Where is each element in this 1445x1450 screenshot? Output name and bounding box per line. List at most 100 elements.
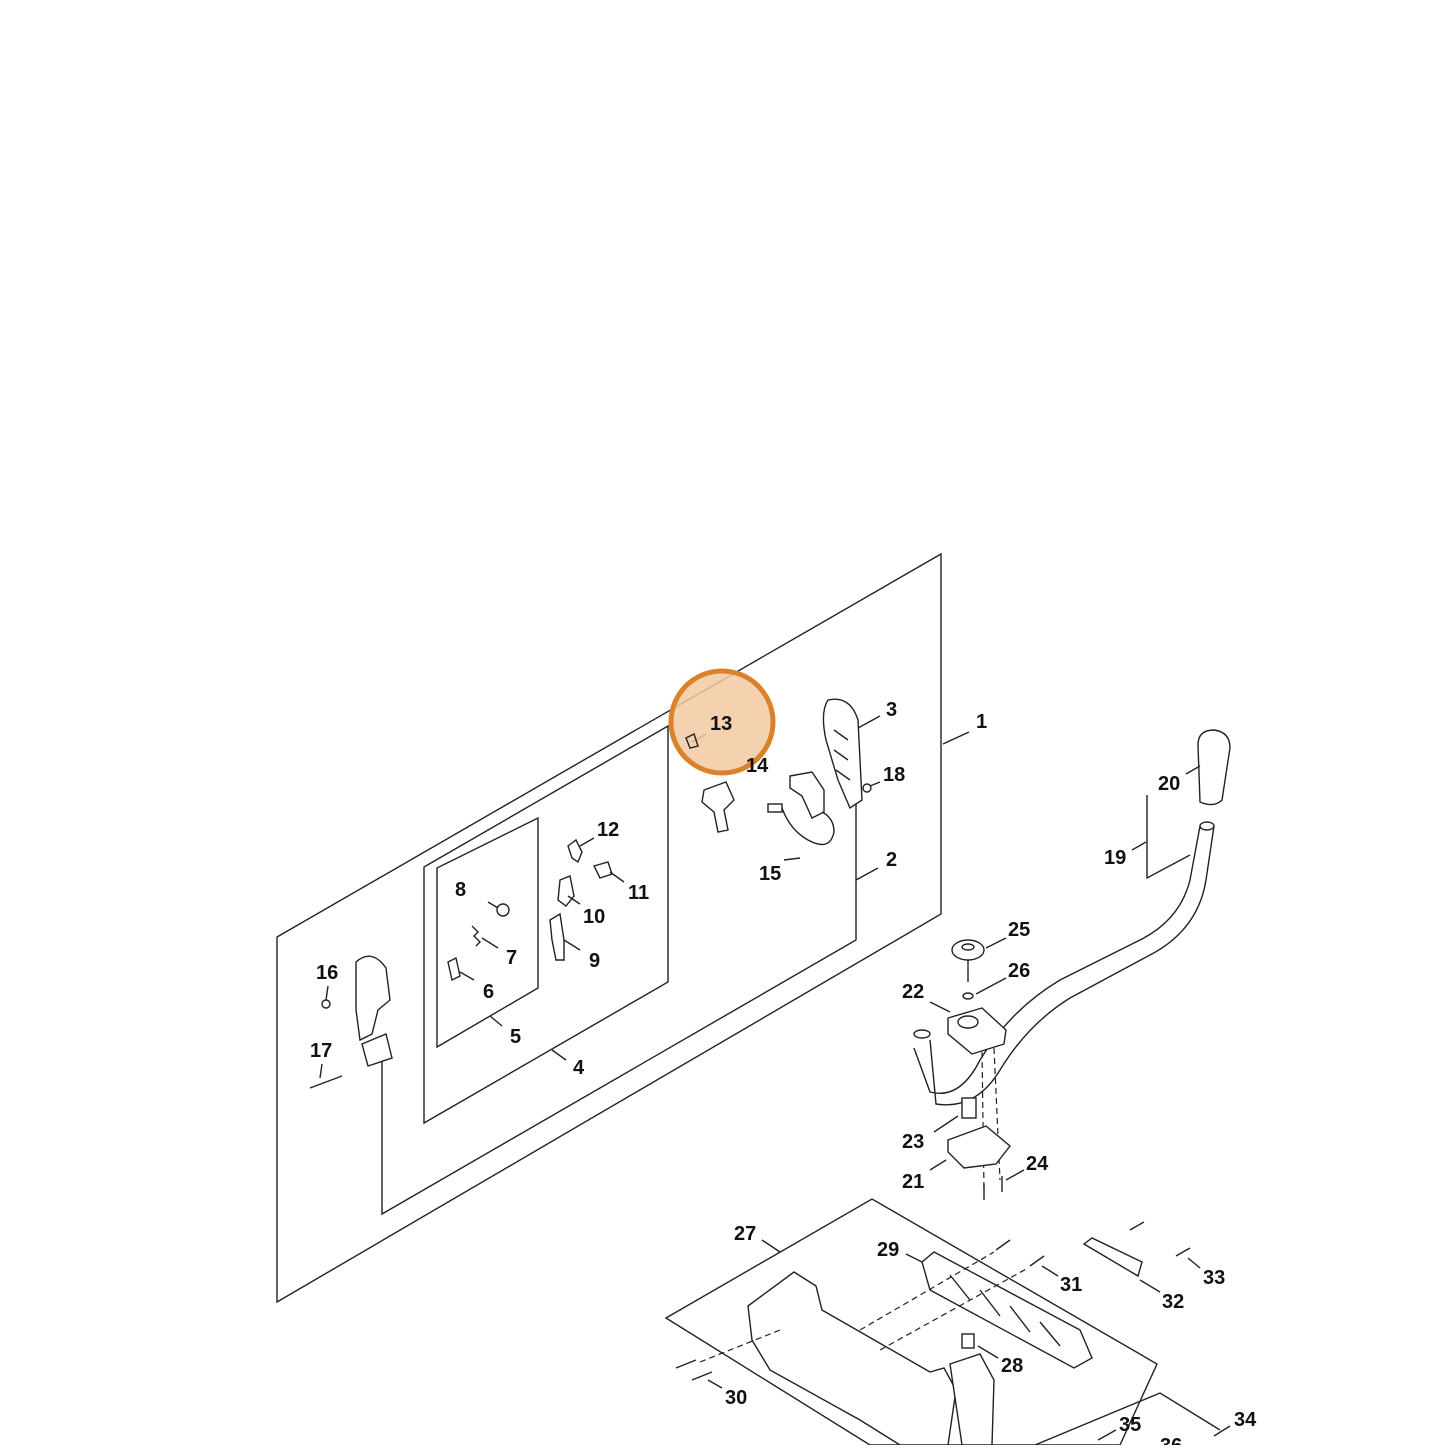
part-17-screw[interactable] [309, 1075, 343, 1089]
leader-25 [985, 937, 1007, 949]
leader-20 [1185, 765, 1201, 775]
part-label-18[interactable]: 18 [883, 764, 905, 786]
part-label-2[interactable]: 2 [886, 849, 897, 871]
leader-18 [869, 781, 881, 787]
part-label-27[interactable]: 27 [734, 1223, 756, 1245]
part-label-12[interactable]: 12 [597, 819, 619, 841]
leader-1 [942, 731, 970, 745]
part-label-34[interactable]: 34 [1234, 1409, 1257, 1431]
part-20-grip[interactable] [1197, 729, 1231, 806]
part-label-17[interactable]: 17 [310, 1040, 332, 1062]
part-15-switch[interactable] [789, 771, 825, 819]
part-31-screw[interactable] [995, 1239, 1011, 1251]
part-label-19[interactable]: 19 [1104, 847, 1126, 869]
part-label-25[interactable]: 25 [1008, 919, 1030, 941]
highlight-circle[interactable] [668, 668, 776, 776]
part-label-6[interactable]: 6 [483, 981, 494, 1003]
part-18-nut[interactable] [862, 783, 872, 793]
assembly-line-c [699, 1329, 781, 1363]
part-3-handle-half[interactable] [822, 698, 863, 810]
part-8-leader [487, 901, 499, 909]
part-label-35[interactable]: 35 [1119, 1414, 1141, 1436]
group-outline-4 [423, 724, 669, 1125]
part-label-7[interactable]: 7 [506, 947, 517, 969]
part-label-36[interactable]: 36 [1160, 1435, 1182, 1450]
part-7-spring[interactable] [471, 925, 481, 947]
part-label-15[interactable]: 15 [759, 863, 781, 885]
part-15-cable [781, 807, 835, 846]
leader-32 [1139, 1279, 1161, 1293]
leader-35 [1097, 1429, 1117, 1441]
part-label-33[interactable]: 33 [1203, 1267, 1225, 1289]
part-label-1[interactable]: 1 [976, 711, 987, 733]
part-30-screw[interactable] [675, 1359, 697, 1369]
leader-24 [1005, 1169, 1025, 1181]
part-14-throttle-trigger[interactable] [701, 781, 735, 833]
part-label-14[interactable]: 14 [746, 755, 769, 777]
part-32-plate[interactable] [1082, 1237, 1143, 1278]
part-label-21[interactable]: 21 [902, 1171, 924, 1193]
part-13-pin[interactable] [685, 733, 699, 749]
part-label-10[interactable]: 10 [583, 906, 605, 928]
leader-7 [481, 937, 499, 949]
part-19-handlebar-outer[interactable] [913, 825, 1201, 1094]
group-outline-27 [664, 1198, 1158, 1446]
leader-lines [319, 715, 1231, 1441]
part-27-frame[interactable] [747, 1271, 957, 1446]
part-label-29[interactable]: 29 [877, 1239, 899, 1261]
part-label-23[interactable]: 23 [902, 1131, 924, 1153]
leader-5 [489, 1015, 503, 1027]
part-label-3[interactable]: 3 [886, 699, 897, 721]
group-outline-34 [1034, 1392, 1221, 1446]
part-label-26[interactable]: 26 [1008, 960, 1030, 982]
leader-3 [857, 715, 881, 729]
part-12-lever[interactable] [567, 838, 583, 864]
part-label-31[interactable]: 31 [1060, 1274, 1082, 1296]
part-6-part[interactable] [447, 956, 461, 982]
leader-16 [325, 985, 329, 1001]
leader-22 [929, 1001, 951, 1013]
part-label-5[interactable]: 5 [510, 1026, 521, 1048]
leader-31 [1041, 1265, 1059, 1277]
part-10-lever[interactable] [557, 875, 575, 907]
part-label-32[interactable]: 32 [1162, 1291, 1184, 1313]
assembly-line-a [981, 1051, 985, 1191]
part-shapes [309, 698, 1231, 1446]
part-label-24[interactable]: 24 [1026, 1153, 1049, 1175]
part-27-frame-block [949, 1353, 995, 1446]
part-label-28[interactable]: 28 [1001, 1355, 1023, 1377]
part-9-lever[interactable] [549, 912, 565, 961]
leader-4 [551, 1049, 567, 1061]
leader-33 [1187, 1257, 1201, 1269]
part-label-16[interactable]: 16 [316, 962, 338, 984]
part-label-20[interactable]: 20 [1158, 773, 1180, 795]
part-33-screw[interactable] [1175, 1247, 1191, 1257]
part-22-clamp[interactable] [947, 1007, 1007, 1055]
leader-30 [707, 1379, 723, 1389]
part-label-8[interactable]: 8 [455, 879, 466, 901]
leader-9 [563, 939, 581, 951]
part-11-block[interactable] [592, 861, 613, 879]
part-label-13[interactable]: 13 [710, 713, 732, 735]
part-16-handle-half[interactable] [355, 955, 391, 1042]
part-21-clamp-base[interactable] [947, 1125, 1011, 1169]
leader-34 [1213, 1425, 1231, 1437]
part-label-22[interactable]: 22 [902, 981, 924, 1003]
part-16-screw [321, 999, 331, 1009]
part-8-ring[interactable] [496, 903, 510, 917]
part-23-spring[interactable] [961, 1097, 977, 1119]
assembly-line-d [859, 1251, 995, 1331]
part-label-9[interactable]: 9 [589, 950, 600, 972]
part-26-washer[interactable] [962, 992, 974, 1000]
part-28-screw[interactable] [961, 1333, 975, 1349]
part-label-11[interactable]: 11 [628, 882, 649, 904]
part-32-screw [1129, 1221, 1145, 1231]
part-3-detail [833, 729, 851, 781]
part-19-tube-end [1199, 821, 1215, 831]
part-label-4[interactable]: 4 [573, 1057, 585, 1079]
leader-28 [977, 1345, 999, 1359]
part-label-30[interactable]: 30 [725, 1387, 747, 1409]
part-29-rail[interactable] [921, 1251, 1093, 1369]
